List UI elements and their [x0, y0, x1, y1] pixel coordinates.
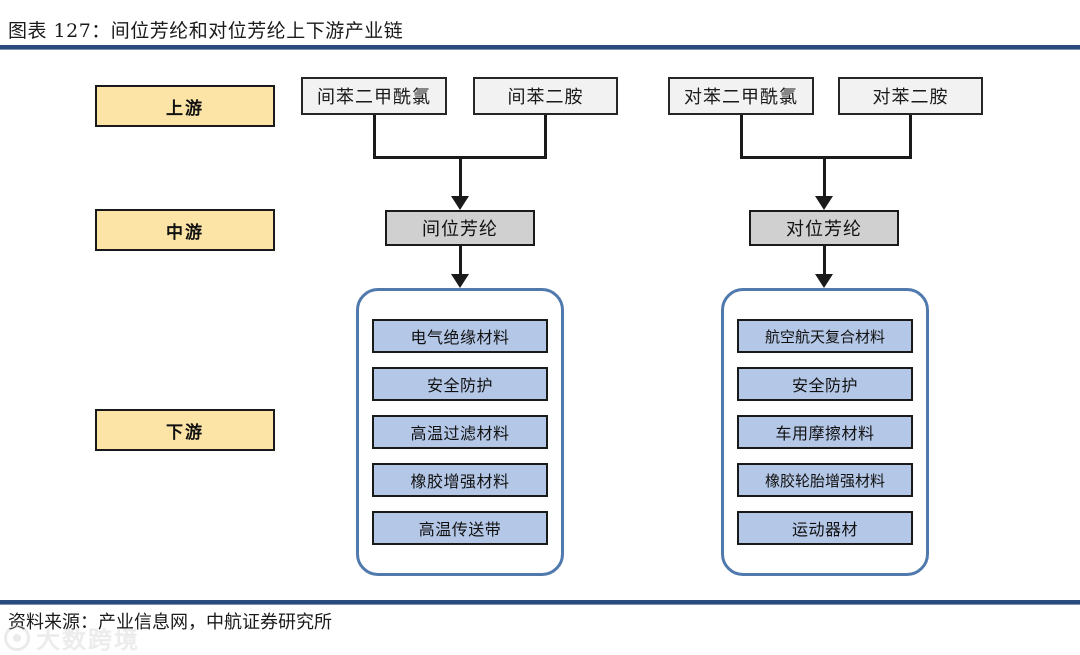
downstream-item-meta-1: 电气绝缘材料 — [372, 319, 548, 353]
node-label: 间苯二胺 — [507, 87, 584, 107]
connector-meta-up1-down — [373, 115, 376, 159]
downstream-item-meta-5: 高温传送带 — [372, 511, 548, 545]
stage-label-upstream: 上游 — [95, 85, 275, 127]
stage-label-text: 中游 — [166, 222, 204, 242]
downstream-list-para: 航空航天复合材料 安全防护 车用摩擦材料 橡胶轮胎增强材料 运动器材 — [724, 291, 926, 573]
downstream-item-para-3: 车用摩擦材料 — [737, 415, 913, 449]
node-label: 对苯二甲酰氯 — [684, 87, 798, 107]
arrowhead-meta-to-down — [451, 274, 469, 288]
connector-meta-up2-down — [544, 115, 547, 159]
connector-para-to-mid — [823, 156, 826, 200]
figure-title: 图表 127：间位芳纶和对位芳纶上下游产业链 — [8, 20, 404, 42]
source-note: 资料来源：产业信息网，中航证券研究所 — [8, 612, 332, 633]
midstream-node-para: 对位芳纶 — [749, 210, 899, 246]
connector-meta-mid-to-down — [459, 246, 462, 278]
node-label: 间位芳纶 — [422, 219, 498, 239]
node-label: 安全防护 — [426, 378, 493, 395]
arrowhead-para-to-down — [815, 274, 833, 288]
node-label: 高温传送带 — [418, 522, 502, 539]
footer-divider — [0, 600, 1080, 605]
node-label: 对位芳纶 — [786, 219, 862, 239]
node-label: 运动器材 — [791, 522, 858, 539]
node-label: 橡胶轮胎增强材料 — [764, 472, 885, 490]
midstream-node-meta: 间位芳纶 — [385, 210, 535, 246]
arrowhead-para-to-mid — [815, 196, 833, 210]
downstream-list-meta: 电气绝缘材料 安全防护 高温过滤材料 橡胶增强材料 高温传送带 — [359, 291, 561, 573]
header-divider — [0, 45, 1080, 50]
connector-meta-to-mid — [459, 156, 462, 200]
node-label: 安全防护 — [791, 378, 858, 395]
downstream-item-para-1: 航空航天复合材料 — [737, 319, 913, 353]
downstream-group-para: 航空航天复合材料 安全防护 车用摩擦材料 橡胶轮胎增强材料 运动器材 — [721, 288, 929, 576]
stage-label-text: 上游 — [166, 98, 204, 118]
upstream-node-meta-2: 间苯二胺 — [473, 77, 618, 115]
arrowhead-meta-to-mid — [451, 196, 469, 210]
connector-para-merge-bar — [740, 156, 912, 159]
connector-para-up1-down — [740, 115, 743, 159]
downstream-item-meta-3: 高温过滤材料 — [372, 415, 548, 449]
stage-label-text: 下游 — [166, 422, 204, 442]
downstream-item-meta-4: 橡胶增强材料 — [372, 463, 548, 497]
node-label: 高温过滤材料 — [410, 426, 510, 443]
upstream-node-meta-1: 间苯二甲酰氯 — [301, 77, 447, 115]
stage-label-midstream: 中游 — [95, 209, 275, 251]
node-label: 车用摩擦材料 — [775, 426, 875, 443]
upstream-node-para-2: 对苯二胺 — [838, 77, 983, 115]
downstream-item-meta-2: 安全防护 — [372, 367, 548, 401]
node-label: 电气绝缘材料 — [410, 330, 510, 347]
stage-label-downstream: 下游 — [95, 409, 275, 451]
downstream-item-para-2: 安全防护 — [737, 367, 913, 401]
connector-para-mid-to-down — [823, 246, 826, 278]
connector-para-up2-down — [909, 115, 912, 159]
node-label: 航空航天复合材料 — [764, 328, 885, 346]
node-label: 橡胶增强材料 — [410, 474, 510, 491]
node-label: 间苯二甲酰氯 — [317, 87, 431, 107]
upstream-node-para-1: 对苯二甲酰氯 — [668, 77, 814, 115]
downstream-item-para-4: 橡胶轮胎增强材料 — [737, 463, 913, 497]
downstream-group-meta: 电气绝缘材料 安全防护 高温过滤材料 橡胶增强材料 高温传送带 — [356, 288, 564, 576]
downstream-item-para-5: 运动器材 — [737, 511, 913, 545]
node-label: 对苯二胺 — [872, 87, 949, 107]
